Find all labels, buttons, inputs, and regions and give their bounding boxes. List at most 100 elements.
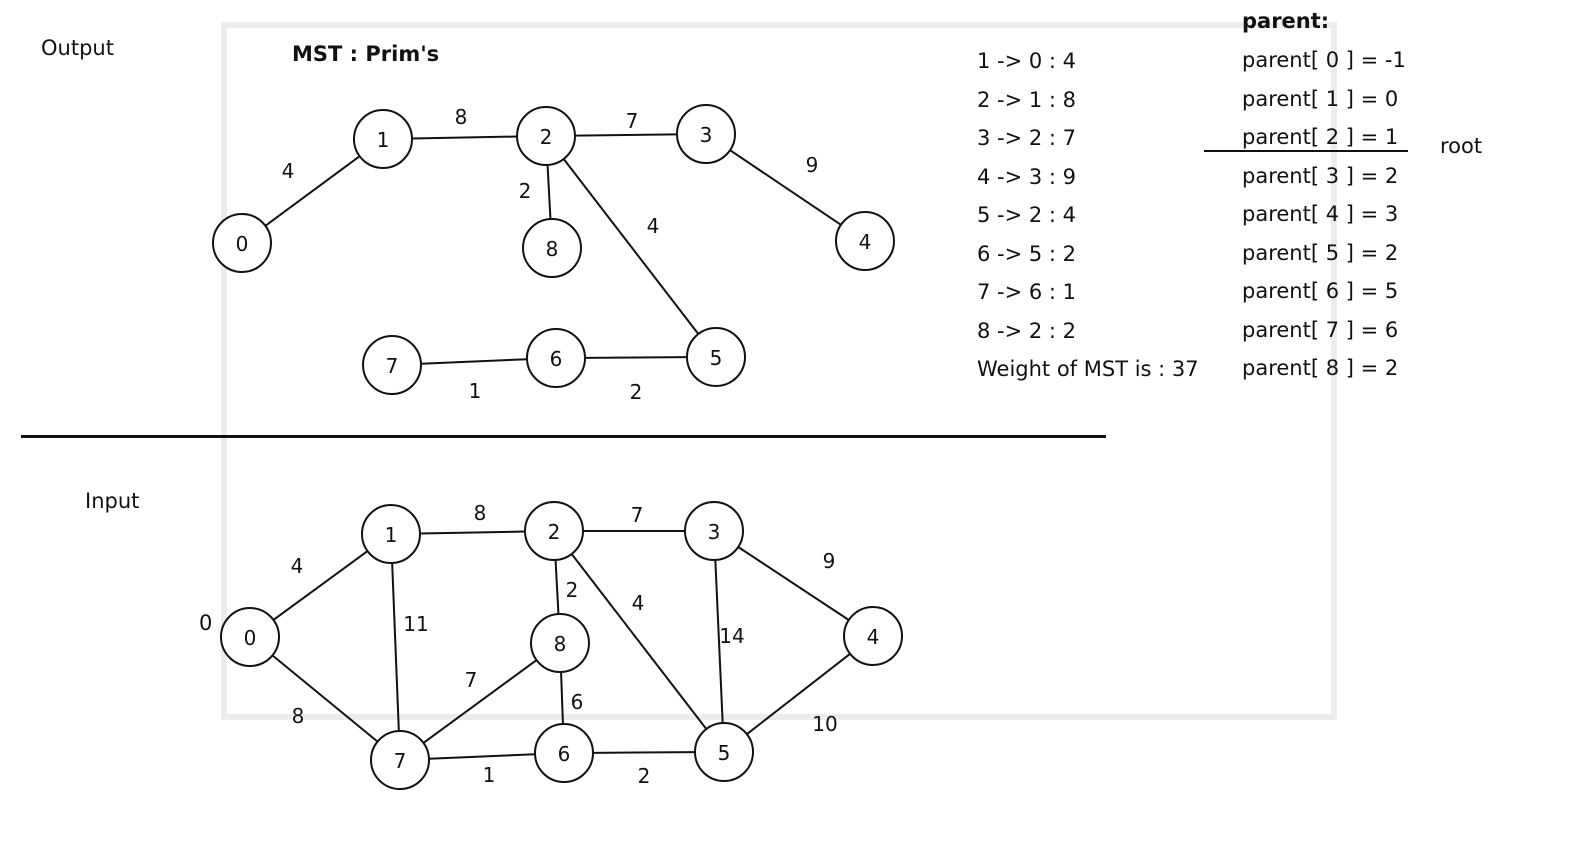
mst-node-2 <box>516 106 576 166</box>
mst-node-5 <box>686 327 746 387</box>
input-edge-weight-label: 7 <box>631 503 644 527</box>
mst-edge-weight-label: 1 <box>469 379 482 403</box>
input-node-label: 6 <box>558 742 571 766</box>
edge-list-item: 1 -> 0 : 4 <box>977 49 1077 73</box>
mst-node-4 <box>835 211 895 271</box>
input-node-8 <box>530 613 590 673</box>
mst-edge-weight-label: 4 <box>647 214 660 238</box>
mst-node-8 <box>522 218 582 278</box>
mst-edge-weight-label: 4 <box>282 159 295 183</box>
input-node-label: 2 <box>548 520 561 544</box>
mst-edge-1-2 <box>411 135 518 140</box>
parent-row: parent[ 6 ] = 5 <box>1242 279 1399 303</box>
input-node-label: 3 <box>708 520 721 544</box>
parent-row: parent[ 3 ] = 2 <box>1242 163 1399 188</box>
edge-list-item: 3 -> 2 : 7 <box>977 126 1077 150</box>
mst-edge-5-6 <box>584 356 688 359</box>
input-edge-3-5 <box>714 559 724 724</box>
mst-node-label: 4 <box>859 230 872 254</box>
mst-node-label: 3 <box>700 123 713 147</box>
mst-node-label: 1 <box>377 128 390 152</box>
input-edge-weight-label: 9 <box>823 549 836 573</box>
parent-row: parent[ 7 ] = 6 <box>1242 317 1399 342</box>
parent-row: parent[ 4 ] = 3 <box>1242 202 1399 226</box>
mst-node-0 <box>212 213 272 273</box>
input-node-label: 7 <box>394 749 407 773</box>
mst-node-label: 2 <box>540 125 553 149</box>
mst-node-label: 8 <box>546 237 559 261</box>
input-node-label: 4 <box>867 625 880 649</box>
parent-row: parent[ 2 ] = 1 <box>1242 125 1399 149</box>
input-edge-weight-label: 1 <box>483 763 496 787</box>
input-edge-1-2 <box>419 530 526 535</box>
parent-row: parent[ 0 ] = -1 <box>1242 48 1406 72</box>
mst-node-label: 7 <box>386 354 399 378</box>
input-edge-weight-label: 2 <box>566 578 579 602</box>
edge-list-item: 8 -> 2 : 2 <box>977 318 1077 343</box>
input-edge-5-6 <box>592 751 696 754</box>
input-node-5 <box>694 722 754 782</box>
parent-row: parent[ 8 ] = 2 <box>1242 356 1399 380</box>
input-label: Input <box>85 489 140 513</box>
input-edge-weight-label: 7 <box>465 668 478 692</box>
input-node-7 <box>370 730 430 790</box>
mst-edge-2-8 <box>546 164 552 220</box>
mst-edge-weight-label: 2 <box>519 179 532 203</box>
input-edge-0-7 <box>271 654 379 743</box>
mst-edge-weight-label: 2 <box>630 380 643 404</box>
input-node-4 <box>843 606 903 666</box>
mst-edge-6-7 <box>420 358 528 365</box>
section-divider <box>21 435 1106 438</box>
mst-edge-weight-label: 9 <box>806 153 819 177</box>
input-node-6 <box>534 723 594 783</box>
input-node-label: 1 <box>385 523 398 547</box>
input-edge-weight-label: 8 <box>292 704 305 728</box>
input-edge-7-8 <box>422 659 538 744</box>
input-edge-weight-label: 4 <box>632 591 645 615</box>
input-node-3 <box>684 501 744 561</box>
input-extra-label: 0 <box>199 611 213 635</box>
input-edge-weight-label: 2 <box>638 764 651 788</box>
mst-edge-2-5 <box>562 158 700 335</box>
input-edge-weight-label: 11 <box>403 612 428 636</box>
mst-edge-3-4 <box>729 149 842 226</box>
edge-list: 1 -> 0 : 4 2 -> 1 : 8 3 -> 2 : 7 4 -> 3 … <box>977 42 1199 389</box>
mst-node-label: 5 <box>710 346 723 370</box>
input-node-1 <box>361 504 421 564</box>
edge-list-item: 2 -> 1 : 8 <box>977 87 1077 112</box>
input-node-2 <box>524 501 584 561</box>
mst-edge-0-1 <box>264 155 361 227</box>
edge-list-item: 4 -> 3 : 9 <box>977 164 1077 189</box>
mst-node-1 <box>353 109 413 169</box>
mst-weight-total: Weight of MST is : 37 <box>977 357 1199 381</box>
output-label: Output <box>41 36 114 60</box>
parent-title: parent: <box>1242 9 1330 33</box>
parent-row: parent[ 1 ] = 0 <box>1242 86 1399 111</box>
input-edge-weight-label: 4 <box>291 554 304 578</box>
mst-node-label: 0 <box>236 232 249 256</box>
input-edge-6-8 <box>560 671 564 725</box>
input-node-0 <box>220 607 280 667</box>
input-node-label: 8 <box>554 632 567 656</box>
parent-row: parent[ 5 ] = 2 <box>1242 240 1399 265</box>
input-edge-weight-label: 8 <box>474 501 487 525</box>
edge-list-item: 7 -> 6 : 1 <box>977 280 1077 304</box>
mst-edge-weight-label: 7 <box>626 109 639 133</box>
mst-title: MST : Prim's <box>292 42 440 66</box>
mst-node-3 <box>676 104 736 164</box>
mst-edge-2-3 <box>574 133 678 137</box>
input-edge-weight-label: 10 <box>812 712 837 736</box>
mst-node-7 <box>362 335 422 395</box>
root-underline <box>1204 150 1408 152</box>
input-edge-weight-label: 14 <box>719 624 744 648</box>
input-node-label: 0 <box>244 626 257 650</box>
input-edge-2-8 <box>554 559 560 615</box>
mst-node-label: 6 <box>550 347 563 371</box>
input-edge-1-7 <box>391 562 400 732</box>
input-node-label: 5 <box>718 741 731 765</box>
input-edge-3-4 <box>737 546 850 621</box>
root-label: root <box>1440 134 1483 158</box>
mst-edge-weight-label: 8 <box>455 105 468 129</box>
background-frame <box>221 22 1337 720</box>
